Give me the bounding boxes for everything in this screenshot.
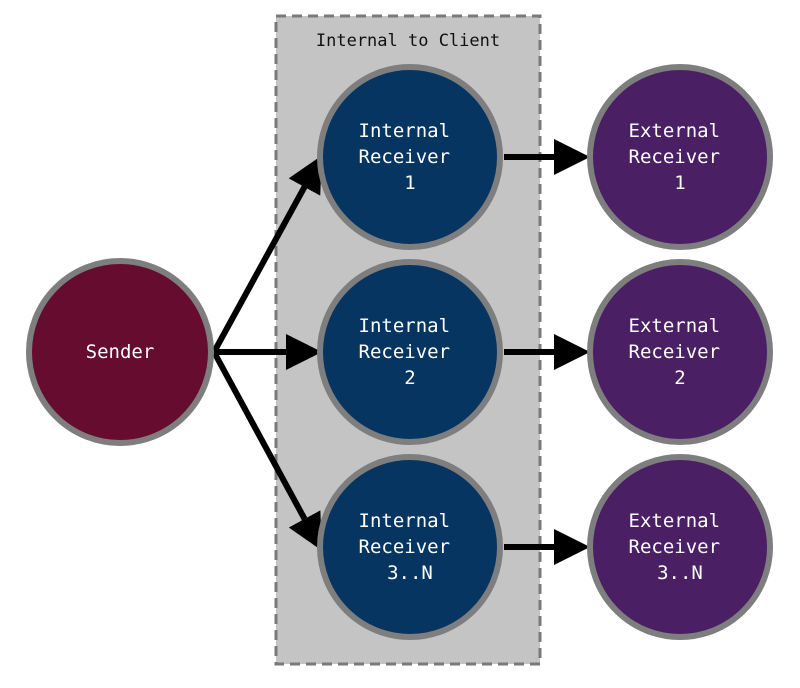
internal-receiver-1-line-2: Receiver <box>359 146 451 168</box>
svg-text:External Receiver: External Receiver 1 <box>629 120 732 194</box>
external-receiver-3-line-2: Receiver <box>629 536 721 558</box>
arrows <box>211 139 590 565</box>
svg-text:Internal Receiver: Internal Receiver 3..N <box>359 510 462 584</box>
internal-receiver-1-line-3: 1 <box>404 172 415 194</box>
internal-receiver-1-line-1: Internal <box>359 120 451 142</box>
internal-receiver-1-node: Internal Receiver 1 <box>317 64 503 250</box>
external-receiver-3-line-3: 3..N <box>657 562 703 584</box>
external-receiver-1-line-3: 1 <box>674 172 685 194</box>
internal-receiver-3-line-2: Receiver <box>359 536 451 558</box>
external-receiver-1-line-1: External <box>629 120 721 142</box>
group-label: Internal to Client <box>316 31 500 51</box>
external-receiver-1-line-2: Receiver <box>629 146 721 168</box>
svg-text:Sender: Sender <box>86 341 155 363</box>
svg-text:External Receiver: External Receiver 2 <box>629 315 732 389</box>
internal-receiver-2-line-1: Internal <box>359 315 451 337</box>
svg-text:Internal Receiver: Internal Receiver 2 <box>359 315 462 389</box>
internal-receiver-2-line-2: Receiver <box>359 341 451 363</box>
arrow-sender-to-internal-1 <box>211 155 322 354</box>
arrow-sender-to-internal-3 <box>211 350 322 551</box>
external-receiver-3-line-1: External <box>629 510 721 532</box>
sender-label: Sender <box>86 341 155 363</box>
external-receiver-2-line-2: Receiver <box>629 341 721 363</box>
svg-text:Internal Receiver: Internal Receiver 1 <box>359 120 462 194</box>
internal-receiver-3-node: Internal Receiver 3..N <box>317 454 503 640</box>
svg-text:External Receiver: External Receiver 3..N <box>629 510 732 584</box>
external-receiver-2-line-1: External <box>629 315 721 337</box>
external-receiver-3-node: External Receiver 3..N <box>587 454 773 640</box>
internal-receiver-3-line-1: Internal <box>359 510 451 532</box>
external-receiver-2-node: External Receiver 2 <box>587 259 773 445</box>
internal-receiver-3-line-3: 3..N <box>387 562 433 584</box>
sender-node: Sender <box>26 258 214 446</box>
internal-receiver-2-line-3: 2 <box>404 367 415 389</box>
external-receiver-1-node: External Receiver 1 <box>587 64 773 250</box>
external-receiver-2-line-3: 2 <box>674 367 685 389</box>
internal-receiver-2-node: Internal Receiver 2 <box>317 259 503 445</box>
